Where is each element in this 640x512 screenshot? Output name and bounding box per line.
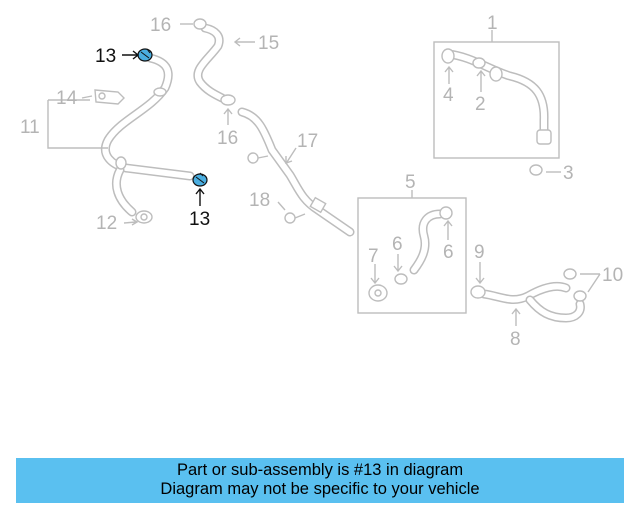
- bolt-18-top: [247, 152, 269, 164]
- clamp-13-top: [137, 48, 153, 62]
- label-16-top: 16: [150, 15, 171, 36]
- clamp-10-top: [563, 268, 577, 280]
- label-9: 9: [474, 242, 485, 263]
- arrow-8: [511, 307, 521, 326]
- arrow-2: [476, 69, 486, 92]
- label-5: 5: [405, 172, 416, 193]
- banner-line-1: Part or sub-assembly is #13 in diagram: [176, 461, 464, 479]
- clamp-3: [529, 164, 543, 176]
- banner-line-2: Diagram may not be specific to your vehi…: [160, 480, 480, 498]
- hose-assembly-1: [441, 48, 552, 145]
- clamp-16-top: [193, 18, 207, 30]
- label-14: 14: [56, 88, 78, 109]
- arrow-12: [123, 218, 139, 226]
- arrow-6a: [393, 254, 403, 273]
- label-1: 1: [487, 13, 498, 34]
- arrow-9: [475, 262, 485, 285]
- arrow-13-bottom: [195, 187, 205, 206]
- hose-8: [479, 281, 585, 323]
- label-13-bottom: 13: [189, 209, 210, 230]
- label-4: 4: [443, 85, 454, 106]
- arrow-7: [370, 264, 380, 285]
- label-11: 11: [20, 117, 40, 138]
- hose-assembly-5: [368, 206, 453, 302]
- label-6a: 6: [392, 234, 403, 255]
- label-6b: 6: [443, 242, 454, 263]
- label-8: 8: [510, 329, 521, 350]
- arrow-16-mid: [223, 107, 233, 125]
- box-1: [433, 41, 560, 159]
- parts-diagram: 1 2 3 4 5 6 6 7 8 9 10 11 12 13 13 14 15…: [20, 13, 623, 350]
- bolt-18-bottom: [284, 212, 306, 224]
- arrow-6b: [443, 219, 453, 240]
- label-16-mid: 16: [217, 128, 238, 149]
- label-13-top: 13: [95, 46, 116, 67]
- label-2: 2: [475, 94, 486, 115]
- arrow-15: [233, 37, 255, 47]
- clamp-10-bottom: [573, 290, 587, 302]
- arrow-10: [580, 273, 601, 293]
- bracket-14: [94, 89, 125, 105]
- hose-15: [193, 23, 227, 103]
- label-15: 15: [258, 33, 279, 54]
- hose-assembly-11: [100, 53, 195, 224]
- clamp-9: [470, 285, 486, 299]
- arrow-17: [285, 147, 297, 164]
- pipe-17: [237, 107, 355, 237]
- clamp-13-bottom: [192, 172, 208, 187]
- label-17: 17: [297, 131, 318, 152]
- info-banner: Part or sub-assembly is #13 in diagram D…: [16, 458, 624, 503]
- label-18: 18: [249, 190, 270, 211]
- bracket-line-11: [47, 99, 108, 149]
- label-7: 7: [368, 246, 379, 267]
- clamp-16-mid: [220, 94, 236, 106]
- label-12: 12: [96, 213, 117, 234]
- arrow-18: [277, 201, 286, 211]
- label-3: 3: [563, 163, 574, 184]
- arrow-4: [444, 65, 454, 84]
- arrow-14: [81, 95, 93, 99]
- arrow-13-top: [122, 50, 140, 60]
- label-10: 10: [602, 265, 623, 286]
